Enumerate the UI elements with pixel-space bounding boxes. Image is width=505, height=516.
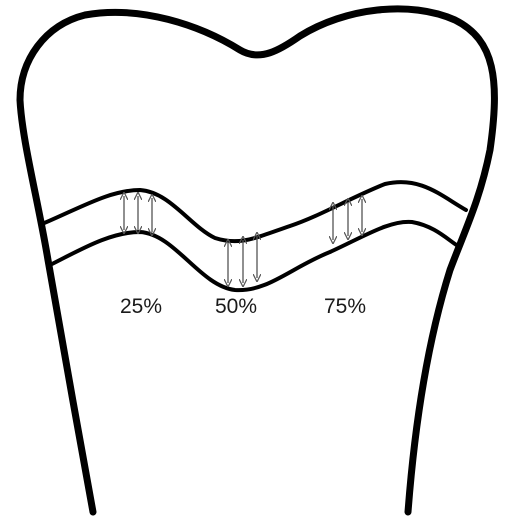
upper-band-line bbox=[42, 182, 466, 241]
label-75-percent: 75% bbox=[324, 295, 366, 318]
label-50-percent: 50% bbox=[215, 295, 257, 318]
lower-band-line bbox=[52, 222, 458, 290]
label-25-percent: 25% bbox=[120, 295, 162, 318]
arrow-group-25 bbox=[124, 196, 152, 232]
